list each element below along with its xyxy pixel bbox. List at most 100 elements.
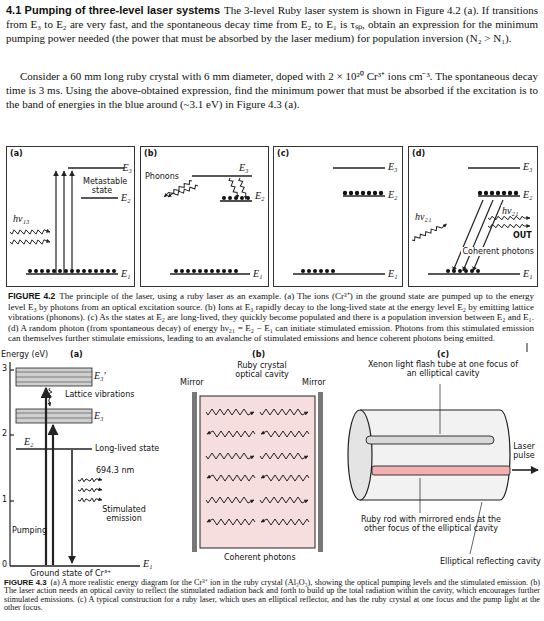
ion-dot (458, 269, 462, 273)
ion-dot (234, 269, 238, 273)
figure-label: Laser pulse (509, 442, 539, 460)
ion-dot (508, 191, 512, 195)
ion-dot (34, 269, 38, 273)
ion-dot (204, 269, 208, 273)
photon-wave (10, 230, 50, 234)
photon-wave (207, 431, 255, 437)
ion-dot (446, 269, 450, 273)
ion-dot (470, 269, 474, 273)
ion-dot (216, 269, 220, 273)
figure-label: Mirror (302, 378, 326, 387)
figure-label: Ruby crystal optical cavity (226, 361, 298, 379)
figure-label: 2 (2, 429, 7, 438)
photon-wave (488, 224, 530, 227)
ion-dot (373, 191, 377, 195)
panel-label: OUT (512, 231, 533, 240)
photon-wave (206, 497, 254, 503)
paragraph-text: (a) A more realistic energy diagram for … (4, 578, 540, 612)
figure-label: E₃′ (94, 370, 106, 381)
figure-label: Pumping (12, 526, 47, 535)
ion-dot (106, 269, 110, 273)
ion-dot (228, 269, 232, 273)
ion-dot (325, 269, 329, 273)
figure-panel: (d)E₃E₂hν₂₁hν₂₁OUTCoherent photonsE₁ (408, 146, 538, 287)
photon-wave (78, 488, 102, 492)
ion-dot (514, 191, 518, 195)
panel-label: E₃ (523, 161, 533, 172)
ion-dot (186, 269, 190, 273)
ion-dot (112, 269, 116, 273)
figure-label: 0 (2, 560, 7, 569)
ion-dot (228, 196, 232, 200)
paragraph: FIGURE 4.2The principle of the laser, us… (8, 291, 534, 344)
panel-label: E₂ (255, 190, 265, 201)
photon-wave (10, 240, 50, 244)
ion-dot (222, 196, 226, 200)
figure-label: Elliptical reflecting cavity (440, 557, 541, 566)
ion-dot (94, 269, 98, 273)
ion-dot (76, 269, 80, 273)
panel-label: hν₁₃ (13, 213, 29, 224)
ion-dot (379, 191, 383, 195)
ion-dot (343, 191, 347, 195)
figure-label: Coherent photons (224, 553, 296, 562)
ion-dot (88, 269, 92, 273)
figure-label: E₂ (24, 436, 34, 447)
figure-label: E₁ (143, 558, 153, 569)
ion-dot (355, 191, 359, 195)
ion-dot (192, 269, 196, 273)
figure-label: (a) (70, 350, 83, 359)
ion-dot (478, 191, 482, 195)
paragraph: FIGURE 4.3(a) A more realistic energy di… (4, 579, 540, 612)
panel-label: E₃ (239, 162, 249, 173)
panel-label: E₂ (523, 189, 533, 200)
figure-panel: (c)E₃E₂E₁ (273, 146, 403, 287)
photon-wave (206, 453, 254, 459)
figure-label: Lattice vibrations (64, 390, 135, 399)
photon-wave (261, 431, 309, 437)
paragraph-text: Consider a 60 mm long ruby crystal with … (6, 70, 538, 110)
photon-wave (260, 409, 308, 415)
panel-label: E₃ (122, 162, 132, 173)
panel-label: Coherent photons (461, 247, 535, 256)
ion-dot (313, 269, 317, 273)
photon-wave (261, 519, 309, 525)
photon-wave (260, 497, 308, 503)
ion-dot (222, 269, 226, 273)
panel-label: Phonons (145, 172, 179, 181)
panel-label: E₂ (388, 189, 398, 200)
panel-label: (d) (412, 149, 425, 158)
panel-label: E₁ (388, 268, 398, 279)
paragraph: 4.1 Pumping of three-level laser systems… (6, 3, 538, 46)
figure-label: 3 (2, 364, 7, 373)
ion-dot (331, 269, 335, 273)
ion-dot (464, 269, 468, 273)
ion-dot (246, 196, 250, 200)
ion-dot (490, 191, 494, 195)
panel-label: E₂ (121, 192, 131, 203)
ion-dot (496, 191, 500, 195)
panel-label: (c) (277, 149, 289, 158)
figure-panel: (b)E₃PhononsE₂E₁ (140, 146, 269, 287)
ion-dot (307, 269, 311, 273)
ion-dot (46, 269, 50, 273)
panel-label: hν₂₁ (415, 211, 431, 222)
figure-label: Stimulated emission (100, 505, 148, 523)
ion-dot (198, 269, 202, 273)
paragraph-text: The principle of the laser, using a ruby… (8, 291, 534, 343)
ion-dot (361, 191, 365, 195)
figure-label: Long-lived state (95, 444, 159, 453)
ion-dot (174, 269, 178, 273)
ion-dot (100, 269, 104, 273)
photon-wave (238, 178, 247, 200)
figure-label: (b) (252, 350, 265, 359)
figure-label: 1 (2, 495, 7, 504)
ion-dot (476, 269, 480, 273)
photon-wave (261, 475, 309, 481)
figure-panel: (a)E₃E₂Metastable stateE₁hν₁₃ (6, 146, 135, 287)
ion-dot (319, 269, 323, 273)
figure-label: Ruby rod with mirrored ends at the other… (356, 515, 506, 533)
ion-dot (64, 269, 68, 273)
ion-dot (70, 269, 74, 273)
photon-wave (260, 453, 308, 459)
